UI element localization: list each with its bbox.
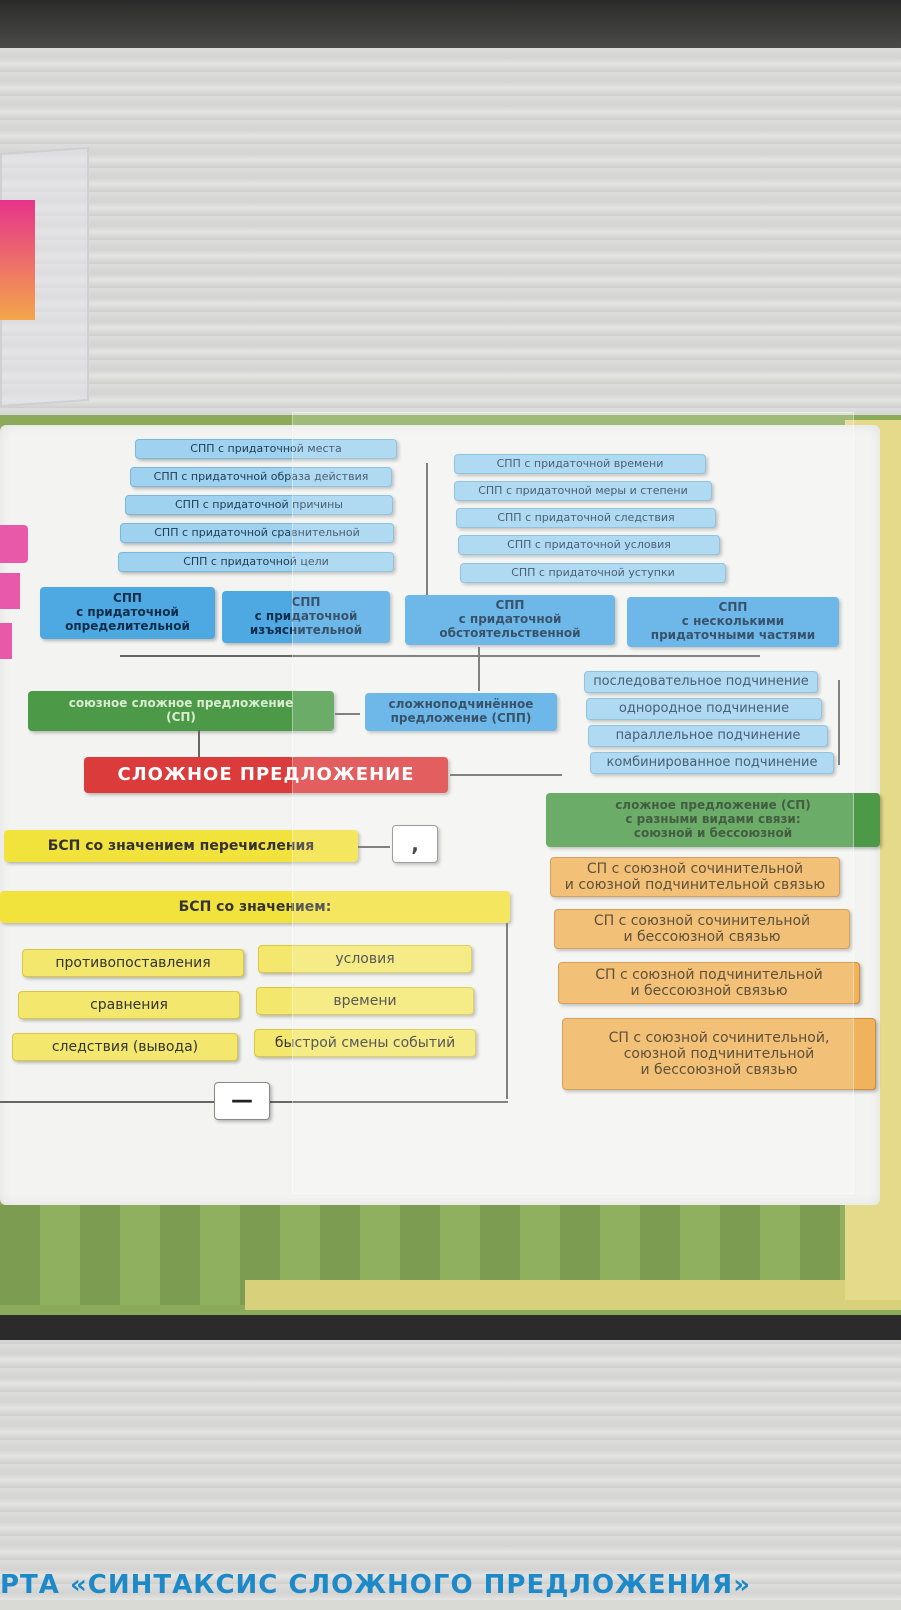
connector-line <box>838 680 840 765</box>
spp-concession-label: СПП с придаточной уступки <box>460 563 726 583</box>
connector-line <box>120 655 760 657</box>
pink-label-fragment <box>0 525 28 563</box>
adhesive-tape <box>292 412 854 1194</box>
spp-explanatory-box: СПП с придаточной изъяснительной <box>222 591 390 643</box>
pink-label-fragment <box>0 573 20 609</box>
bsp-comparison-label: сравнения <box>18 991 240 1019</box>
dash-sign-box: — <box>214 1082 270 1120</box>
chart-title: РТА «СИНТАКСИС СЛОЖНОГО ПРЕДЛОЖЕНИЯ» <box>0 1570 751 1600</box>
spp-manner-label: СПП с придаточной образа действия <box>130 467 392 487</box>
spp-circumstantial-box: СПП с придаточной обстоятельственной <box>405 595 615 645</box>
book-page-edge <box>245 1280 901 1310</box>
complex-sentence-main-box: СЛОЖНОЕ ПРЕДЛОЖЕНИЕ <box>84 757 448 793</box>
spp-cause-label: СПП с придаточной причины <box>125 495 393 515</box>
complex-sentence-box: сложноподчинённое предложение (СПП) <box>365 693 557 731</box>
connector-line <box>198 730 200 757</box>
compound-sentence-box: союзное сложное предложение (СП) <box>28 691 334 731</box>
mixed-type-4: СП с союзной сочинительной, союзной подч… <box>562 1018 876 1090</box>
connector-line <box>335 713 360 715</box>
spp-consequence-label: СПП с придаточной следствия <box>456 508 716 528</box>
spp-purpose-label: СПП с придаточной цели <box>118 552 394 572</box>
bsp-time-label: времени <box>256 987 474 1015</box>
spp-place-label: СПП с придаточной места <box>135 439 397 459</box>
syntax-chart-page: СПП с придаточной места СПП с придаточно… <box>0 425 880 1600</box>
combined-subordination-label: комбинированное подчинение <box>590 752 834 774</box>
spp-condition-label: СПП с придаточной условия <box>458 535 720 555</box>
spp-measure-label: СПП с придаточной меры и степени <box>454 481 712 501</box>
connector-line <box>358 846 390 848</box>
spp-multiple-box: СПП с несколькими придаточными частями <box>627 597 839 647</box>
mixed-type-3: СП с союзной подчинительной и бессоюзной… <box>558 962 860 1004</box>
sequential-subordination-label: последовательное подчинение <box>584 671 818 693</box>
bsp-condition-label: условия <box>258 945 472 973</box>
homogeneous-subordination-label: однородное подчинение <box>586 698 822 720</box>
connector-line <box>506 923 508 1099</box>
comma-sign-box: , <box>392 825 438 863</box>
spp-comparative-label: СПП с придаточной сравнительной <box>120 523 394 543</box>
bsp-consequence-label: следствия (вывода) <box>12 1033 238 1061</box>
connector-line <box>426 463 428 598</box>
connector-line <box>478 647 480 691</box>
spp-attributive-box: СПП с придаточной определительной <box>40 587 215 639</box>
mixed-type-2: СП с союзной сочинительной и бессоюзной … <box>554 909 850 949</box>
bsp-opposition-label: противопоставления <box>22 949 244 977</box>
mixed-connection-header: сложное предложение (СП) с разными видам… <box>546 793 880 847</box>
mixed-type-1: СП с союзной сочинительной и союзной под… <box>550 857 840 897</box>
spp-time-label: СПП с придаточной времени <box>454 454 706 474</box>
bsp-meaning-header: БСП со значением: <box>0 891 510 923</box>
bsp-events-label: быстрой смены событий <box>254 1029 476 1057</box>
pink-label-fragment <box>0 623 12 659</box>
dark-background-top <box>0 0 901 48</box>
parallel-subordination-label: параллельное подчинение <box>588 725 828 747</box>
connector-line <box>450 774 562 776</box>
colorful-book-edge <box>0 200 35 320</box>
bsp-enumeration-box: БСП со значением перечисления <box>4 830 358 862</box>
